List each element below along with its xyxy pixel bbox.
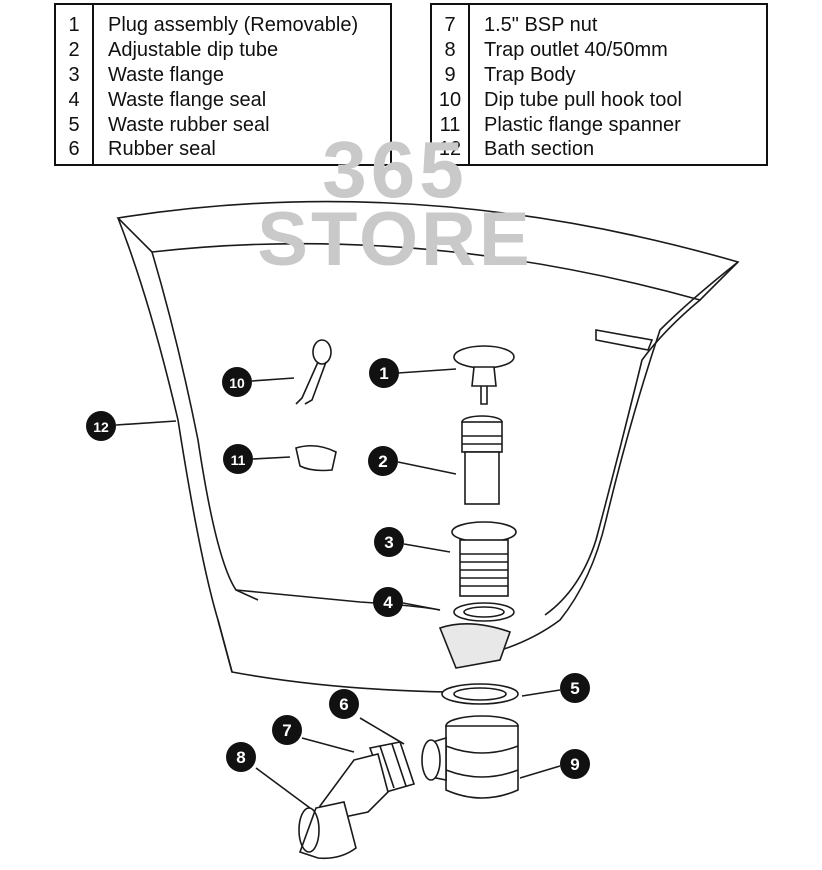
plastic-spanner-icon (295, 444, 337, 472)
legend-label: Adjustable dip tube (108, 39, 279, 61)
outlet-seal-icon (421, 739, 441, 781)
plug-assembly-icon (453, 345, 515, 405)
legend-divider (92, 5, 94, 164)
callout-number: 11 (231, 452, 246, 468)
leader-lines (115, 368, 561, 809)
callout-9: 9 (560, 749, 590, 779)
callout-5: 5 (560, 673, 590, 703)
callout-12: 12 (86, 411, 116, 441)
legend-number: 8 (444, 39, 456, 61)
callout-3: 3 (374, 527, 404, 557)
legend-row-10: 10 Dip tube pull hook tool (432, 88, 766, 112)
legend-row-12: 12 Bath section (432, 137, 766, 161)
callout-number: 4 (383, 593, 393, 612)
callout-4: 4 (373, 587, 403, 617)
callout-number: 2 (378, 452, 387, 471)
callout-number: 1 (379, 364, 388, 383)
legend-label: Waste rubber seal (108, 114, 270, 136)
legend-number: 12 (438, 138, 462, 160)
dip-tube-icon (461, 415, 503, 505)
legend-label: Rubber seal (108, 138, 216, 160)
legend-label: Trap Body (484, 64, 576, 86)
legend-number: 9 (444, 64, 456, 86)
callout-11: 11 (223, 444, 253, 474)
legend-table-right: 7 1.5" BSP nut 8 Trap outlet 40/50mm 9 T… (430, 3, 768, 166)
legend-number: 6 (68, 138, 80, 160)
legend-label: Plastic flange spanner (484, 114, 681, 136)
rubber-seal-icon (441, 683, 519, 705)
legend-row-11: 11 Plastic flange spanner (432, 113, 766, 137)
legend-row-7: 7 1.5" BSP nut (432, 13, 766, 37)
callout-2: 2 (368, 446, 398, 476)
callout-number: 7 (282, 721, 291, 740)
bath-section (116, 200, 740, 693)
legend-row-3: 3 Waste flange (56, 63, 390, 87)
callout-10: 10 (222, 367, 252, 397)
legend-row-6: 6 Rubber seal (56, 137, 390, 161)
legend-row-1: 1 Plug assembly (Removable) (56, 13, 390, 37)
legend-row-9: 9 Trap Body (432, 63, 766, 87)
legend-label: Waste flange (108, 64, 224, 86)
legend-label: Dip tube pull hook tool (484, 89, 682, 111)
legend-number: 4 (68, 89, 80, 111)
callout-number: 8 (236, 748, 245, 767)
pull-hook-tool-icon (295, 339, 332, 405)
callout-7: 7 (272, 715, 302, 745)
callout-number: 10 (229, 375, 245, 391)
legend-label: Plug assembly (Removable) (108, 14, 359, 36)
legend-number: 5 (68, 114, 80, 136)
legend-row-8: 8 Trap outlet 40/50mm (432, 38, 766, 62)
callout-number: 5 (570, 679, 579, 698)
callout-6: 6 (329, 689, 359, 719)
legend-number: 11 (439, 114, 461, 136)
legend-row-2: 2 Adjustable dip tube (56, 38, 390, 62)
bsp-nut-icon (368, 741, 416, 793)
legend-table-left: 1 Plug assembly (Removable) 2 Adjustable… (54, 3, 392, 166)
legend-number: 7 (444, 14, 456, 36)
legend-label: Bath section (484, 138, 595, 160)
callout-8: 8 (226, 742, 256, 772)
callout-number: 6 (339, 695, 348, 714)
legend-number: 10 (438, 89, 462, 111)
callout-number: 9 (570, 755, 579, 774)
flange-seal-icon (453, 602, 515, 622)
legend-number: 2 (68, 39, 80, 61)
callout-1: 1 (369, 358, 399, 388)
legend-divider (468, 5, 470, 164)
legend-row-5: 5 Waste rubber seal (56, 113, 390, 137)
legend-number: 3 (68, 64, 80, 86)
legend-number: 1 (68, 14, 80, 36)
waste-flange-icon (451, 521, 517, 597)
trap-outlet-icon (298, 753, 389, 860)
legend-label: Waste flange seal (108, 89, 267, 111)
callout-number: 3 (384, 533, 393, 552)
legend-row-4: 4 Waste flange seal (56, 88, 390, 112)
callout-number: 12 (93, 419, 109, 435)
legend-label: 1.5" BSP nut (484, 14, 598, 36)
legend-label: Trap outlet 40/50mm (484, 39, 668, 61)
